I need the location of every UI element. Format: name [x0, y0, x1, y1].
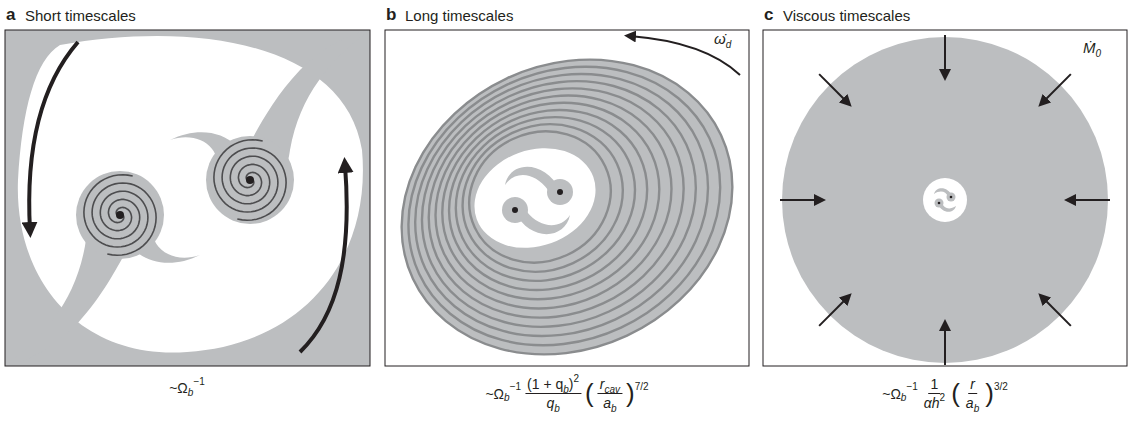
formula-symbol: a — [966, 395, 974, 411]
formula-symbol: −1 — [510, 381, 521, 392]
panel-b-art — [385, 30, 749, 366]
precession-label: ω̇ — [714, 31, 726, 48]
panel-title: Viscous timescales — [783, 8, 910, 25]
formula-symbol: b — [563, 384, 569, 395]
formula-symbol: r — [970, 376, 975, 392]
inflow-label: 0 — [1096, 48, 1102, 59]
precession-label: ω̇d — [714, 31, 731, 48]
formula-symbol: b — [554, 403, 560, 414]
formula-symbol: 1 — [931, 376, 939, 392]
panel-title: Short timescales — [25, 8, 136, 25]
formula-symbol: b — [188, 387, 194, 398]
formula-symbol: ) — [569, 376, 574, 392]
formula-symbol: 7/2 — [635, 381, 649, 392]
formula-symbol: ( — [951, 378, 960, 409]
formula-symbol: a — [603, 395, 611, 411]
panel-letter: c — [764, 6, 773, 25]
formula-symbol: cav — [604, 384, 620, 395]
formula-symbol: ) — [985, 378, 994, 409]
precession-label: d — [726, 39, 732, 50]
formula-symbol: −1 — [193, 376, 204, 387]
timescale-formula: ~Ωb−1(1 + qb)2qb(rcavab)7/2 — [485, 376, 648, 411]
formula-symbol: b — [611, 403, 617, 414]
panel-title: Long timescales — [405, 8, 513, 25]
formula-symbol: ~Ω — [169, 380, 188, 396]
panel-letter: a — [6, 6, 15, 25]
formula-symbol: 2 — [574, 373, 580, 384]
inflow-label: Ṁ — [1083, 40, 1096, 57]
formula-symbol: ) — [626, 378, 635, 409]
formula-symbol: b — [901, 392, 907, 403]
formula-symbol: ~Ω — [882, 386, 901, 402]
formula-symbol: b — [504, 392, 510, 403]
formula-symbol: ( — [585, 378, 594, 409]
timescale-formula: ~Ωb−11αh2(rab)3/2 — [882, 376, 1008, 411]
formula-symbol: αh — [924, 395, 940, 411]
panel-letter: b — [386, 6, 396, 25]
formula-symbol: 3/2 — [994, 381, 1008, 392]
formula-symbol: (1 + q — [527, 376, 563, 392]
timescale-formula: ~Ωb−1 — [169, 380, 205, 396]
formula-symbol: ~Ω — [485, 386, 504, 402]
formula-symbol: b — [974, 403, 980, 414]
formula-symbol: q — [546, 395, 554, 411]
formula-symbol: 2 — [940, 392, 946, 403]
panel-c-art — [763, 30, 1127, 366]
panel-a-art — [5, 30, 370, 366]
inflow-label: Ṁ0 — [1083, 40, 1101, 57]
formula-symbol: r — [600, 376, 605, 392]
formula-symbol: −1 — [906, 381, 917, 392]
